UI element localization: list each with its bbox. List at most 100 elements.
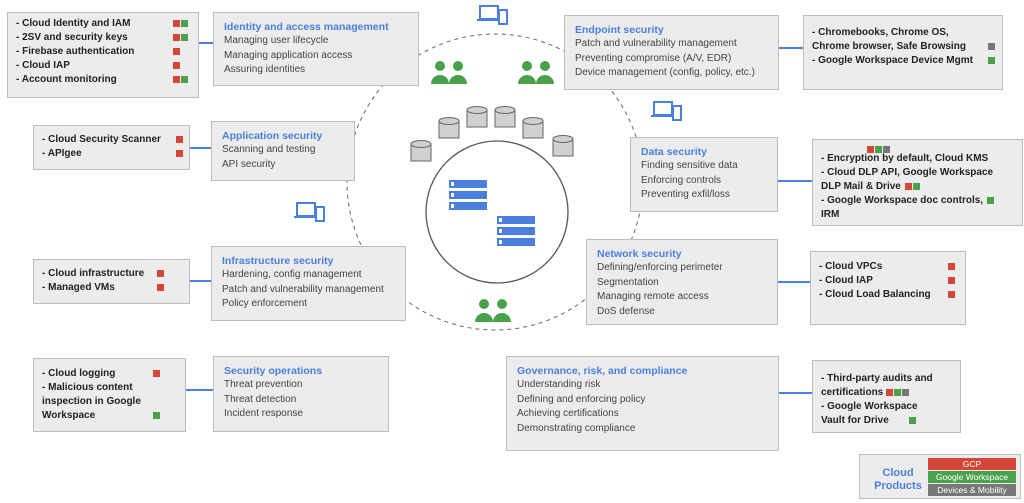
category-item: Device management (config, policy, etc.) bbox=[575, 67, 755, 78]
category-item: Demonstrating compliance bbox=[517, 422, 636, 434]
products-operations: - Cloud logging - Malicious content insp… bbox=[33, 358, 186, 432]
category-item: Defining/enforcing perimeter bbox=[597, 262, 723, 273]
category-item: Patch and vulnerability management bbox=[222, 283, 384, 295]
category-security-operations: Security operations Threat prevention Th… bbox=[213, 356, 389, 432]
product-item: IRM bbox=[821, 209, 840, 220]
products-endpoint: - Chromebooks, Chrome OS, Chrome browser… bbox=[803, 15, 1003, 90]
category-item: Preventing exfil/loss bbox=[641, 189, 730, 200]
category-title: Endpoint security bbox=[575, 24, 664, 36]
devices-icon bbox=[651, 101, 682, 121]
category-item: Incident response bbox=[224, 408, 303, 419]
database-icons bbox=[410, 106, 574, 162]
product-item: - Google Workspace Device Mgmt bbox=[812, 54, 995, 68]
product-item: - Managed VMs bbox=[42, 281, 181, 295]
devices-icon bbox=[294, 202, 325, 222]
product-item: - Malicious content bbox=[42, 382, 133, 393]
category-title: Data security bbox=[641, 146, 707, 158]
category-item: Assuring identities bbox=[224, 64, 306, 75]
category-title: Identity and access management bbox=[224, 21, 389, 33]
products-application: - Cloud Security Scanner - APIgee bbox=[33, 125, 190, 170]
category-item: Managing user lifecycle bbox=[224, 35, 329, 46]
product-item: - APIgee bbox=[42, 147, 183, 161]
database-icon bbox=[438, 117, 460, 139]
database-icon bbox=[466, 106, 488, 128]
product-item: - Cloud IAP bbox=[819, 274, 957, 288]
product-item: - Cloud IAP bbox=[16, 59, 190, 73]
legend: Cloud Products GCP Google Workspace Devi… bbox=[859, 454, 1021, 499]
users-icon bbox=[475, 299, 511, 322]
category-governance-risk-compliance: Governance, risk, and compliance Underst… bbox=[506, 356, 779, 451]
category-identity-access-management: Identity and access management Managing … bbox=[213, 12, 419, 86]
category-item: Understanding risk bbox=[517, 379, 601, 390]
legend-devices-mobility: Devices & Mobility bbox=[928, 484, 1016, 496]
product-item: - Chromebooks, Chrome OS, bbox=[812, 27, 949, 38]
product-item: - Encryption by default, Cloud KMS bbox=[821, 153, 989, 164]
products-data: - Encryption by default, Cloud KMS - Clo… bbox=[812, 139, 1023, 226]
category-item: Threat prevention bbox=[224, 379, 303, 390]
category-item: Achieving certifications bbox=[517, 408, 619, 419]
legend-gcp: GCP bbox=[928, 458, 1016, 470]
product-item: - Cloud Identity and IAM bbox=[16, 17, 190, 31]
product-item: - Cloud DLP API, Google Workspace bbox=[821, 167, 994, 178]
product-markers bbox=[866, 141, 890, 159]
category-item: Managing remote access bbox=[597, 291, 709, 302]
products-identity: - Cloud Identity and IAM - 2SV and secur… bbox=[7, 12, 199, 98]
server-rack-icon bbox=[497, 216, 535, 246]
products-governance: - Third-party audits and certifications … bbox=[812, 360, 961, 433]
category-item: Segmentation bbox=[597, 276, 659, 288]
legend-title: Cloud Products bbox=[874, 467, 922, 492]
database-icon bbox=[494, 106, 516, 128]
category-data-security: Data security Finding sensitive data Enf… bbox=[630, 137, 778, 212]
products-network: - Cloud VPCs - Cloud IAP - Cloud Load Ba… bbox=[810, 251, 966, 325]
product-item: - Cloud Load Balancing bbox=[819, 288, 957, 302]
category-title: Application security bbox=[222, 130, 323, 142]
product-item: Workspace bbox=[42, 409, 177, 423]
category-title: Security operations bbox=[224, 365, 323, 377]
product-item: certifications bbox=[821, 386, 952, 400]
devices-icon bbox=[477, 5, 508, 25]
legend-google-workspace: Google Workspace bbox=[928, 471, 1016, 483]
category-item: Defining and enforcing policy bbox=[517, 393, 646, 405]
products-infrastructure: - Cloud infrastructure - Managed VMs bbox=[33, 259, 190, 304]
category-infrastructure-security: Infrastructure security Hardening, confi… bbox=[211, 246, 406, 321]
product-item: - Cloud VPCs bbox=[819, 260, 957, 274]
center-circle bbox=[425, 140, 569, 284]
database-icon bbox=[410, 140, 432, 162]
connector-lines bbox=[186, 42, 812, 394]
category-item: Managing application access bbox=[224, 49, 353, 61]
product-item: - 2SV and security keys bbox=[16, 31, 190, 45]
category-item: Preventing compromise (A/V, EDR) bbox=[575, 52, 732, 64]
category-title: Infrastructure security bbox=[222, 255, 334, 267]
category-endpoint-security: Endpoint security Patch and vulnerabilit… bbox=[564, 15, 779, 90]
users-icon bbox=[518, 61, 554, 84]
product-item: - Cloud Security Scanner bbox=[42, 133, 183, 147]
product-item: Vault for Drive bbox=[821, 414, 952, 428]
category-item: API security bbox=[222, 158, 276, 170]
category-item: Threat detection bbox=[224, 393, 297, 405]
product-item: Chrome browser, Safe Browsing bbox=[812, 40, 995, 54]
product-item: - Firebase authentication bbox=[16, 45, 190, 59]
product-item: - Google Workspace bbox=[821, 401, 918, 412]
category-item: Patch and vulnerability management bbox=[575, 38, 737, 49]
category-item: Enforcing controls bbox=[641, 174, 722, 186]
product-item: DLP Mail & Drive bbox=[821, 180, 1014, 194]
users-icon bbox=[431, 61, 467, 84]
category-item: Scanning and testing bbox=[222, 144, 316, 155]
category-item: Policy enforcement bbox=[222, 298, 308, 309]
category-application-security: Application security Scanning and testin… bbox=[211, 121, 355, 181]
server-rack-icon bbox=[449, 180, 487, 210]
category-item: DoS defense bbox=[597, 305, 655, 317]
product-item: - Cloud infrastructure bbox=[42, 267, 181, 281]
database-icon bbox=[552, 135, 574, 157]
category-network-security: Network security Defining/enforcing peri… bbox=[586, 239, 778, 325]
product-item: - Cloud logging bbox=[42, 367, 177, 381]
database-icon bbox=[522, 117, 544, 139]
category-item: Finding sensitive data bbox=[641, 160, 738, 171]
product-item: - Third-party audits and bbox=[821, 373, 933, 384]
category-title: Governance, risk, and compliance bbox=[517, 365, 688, 377]
category-item: Hardening, config management bbox=[222, 269, 362, 280]
product-item: - Google Workspace doc controls, bbox=[821, 194, 1014, 208]
product-item: - Account monitoring bbox=[16, 73, 190, 87]
product-item: inspection in Google bbox=[42, 396, 141, 407]
